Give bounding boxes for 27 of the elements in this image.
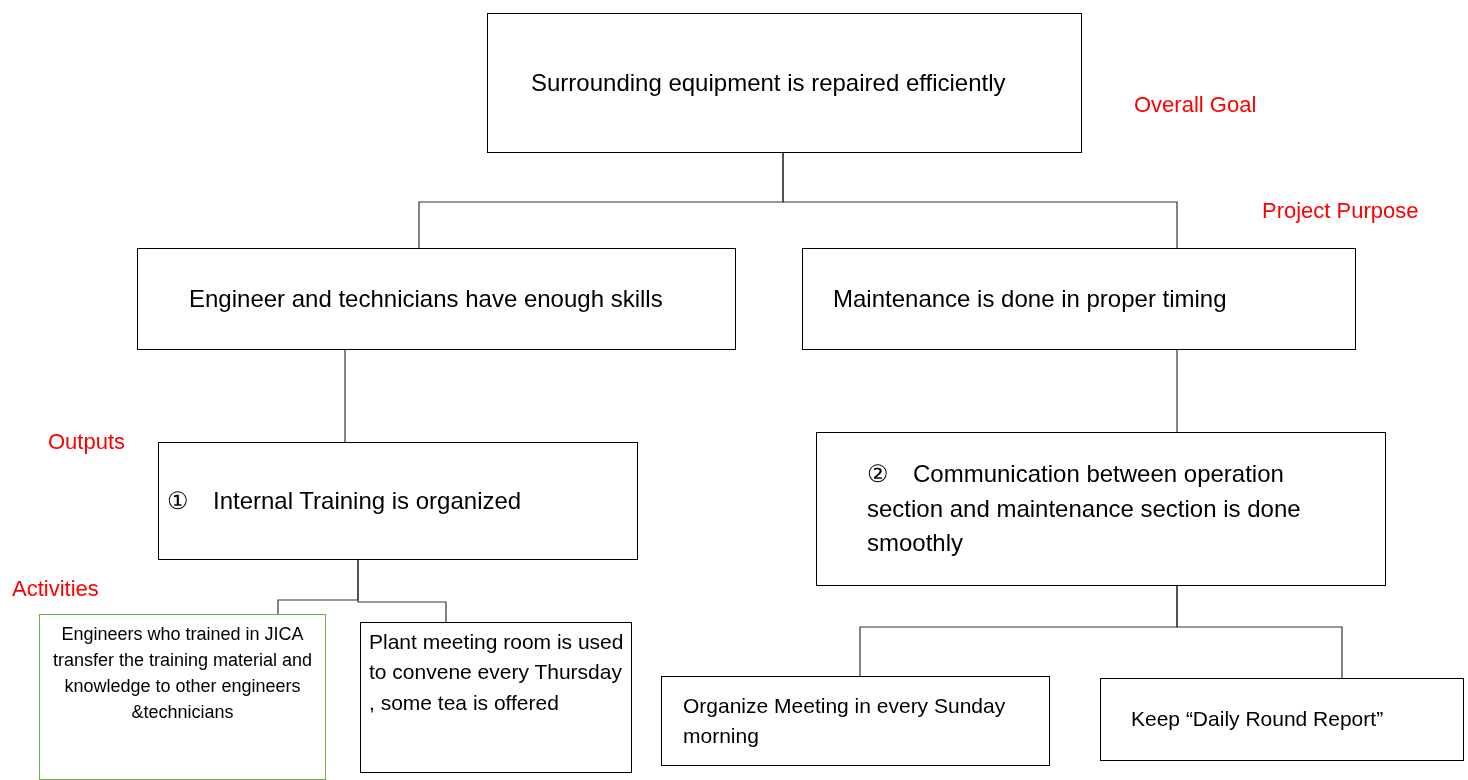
level-label: Overall Goal — [1134, 92, 1257, 118]
level-label: Outputs — [48, 429, 126, 455]
text-box — [137, 248, 736, 350]
connector-line — [1176, 585, 1343, 679]
box-text: Surrounding equipment is repaired efficiently — [531, 67, 1007, 98]
text-box — [360, 622, 632, 773]
box-text: Plant meeting room is used to convene every Thursday , some tea is offered — [369, 629, 625, 716]
level-label: Activities — [12, 576, 99, 602]
box-text: Maintenance is done in proper timing — [833, 283, 1228, 314]
connector-line — [782, 152, 1178, 249]
text-box — [816, 432, 1386, 586]
box-text: Engineers who trained in JICA transfer the training material and knowledge to other engineers &technicians — [51, 623, 314, 725]
text-box — [802, 248, 1356, 350]
level-label: Project Purpose — [1262, 198, 1419, 224]
text-box — [158, 442, 638, 560]
text-box — [661, 676, 1050, 766]
box-text: ② Communication between operation section and maintenance section is done smoothly — [867, 458, 1302, 559]
box-text: Organize Meeting in every Sunday morning — [683, 692, 1007, 749]
box-text: Keep “Daily Round Report” — [1131, 706, 1385, 733]
connector-line — [1176, 349, 1178, 433]
box-text: ① Internal Training is organized — [167, 485, 523, 516]
connector-line — [357, 559, 447, 623]
text-box — [1100, 678, 1464, 761]
box-text: Engineer and technicians have enough skills — [189, 283, 664, 314]
text-box — [487, 13, 1082, 153]
connector-line — [344, 349, 346, 443]
text-box — [39, 614, 326, 780]
